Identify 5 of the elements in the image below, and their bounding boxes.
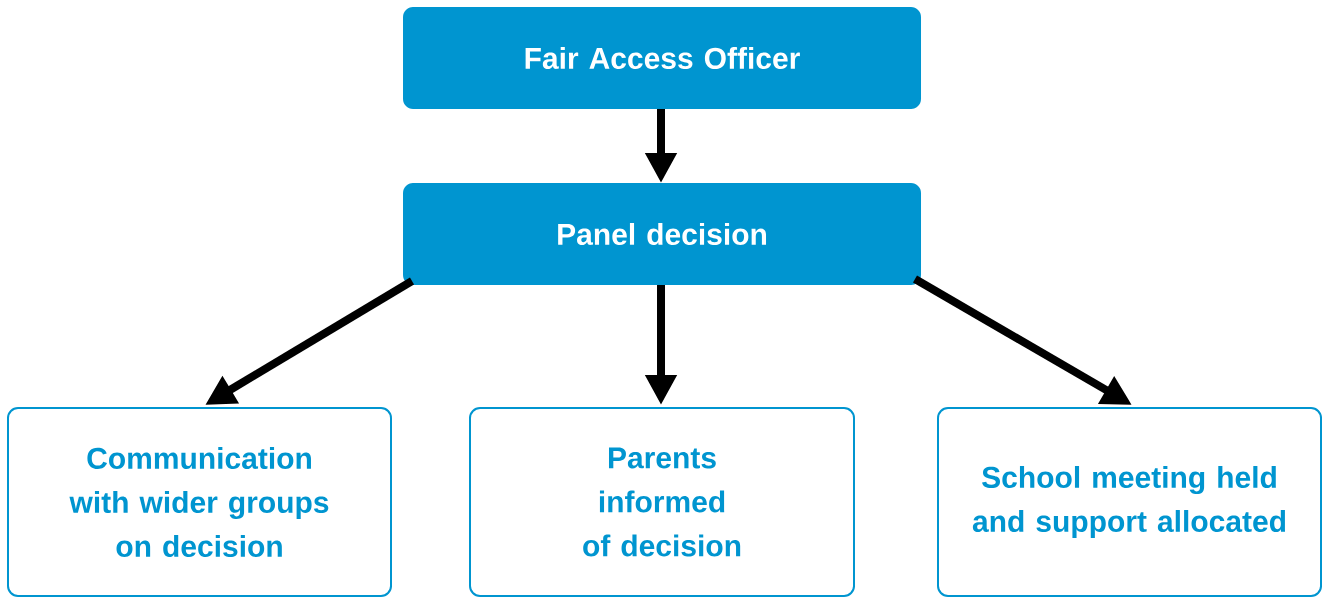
outcome-box: School meeting held and support allocated: [937, 407, 1322, 597]
outcome-box: Communication with wider groups on decision: [7, 407, 392, 597]
outcome-box: Parents informed of decision: [469, 407, 855, 597]
process-box: Panel decision: [403, 183, 921, 285]
process-box: Fair Access Officer: [403, 7, 921, 109]
